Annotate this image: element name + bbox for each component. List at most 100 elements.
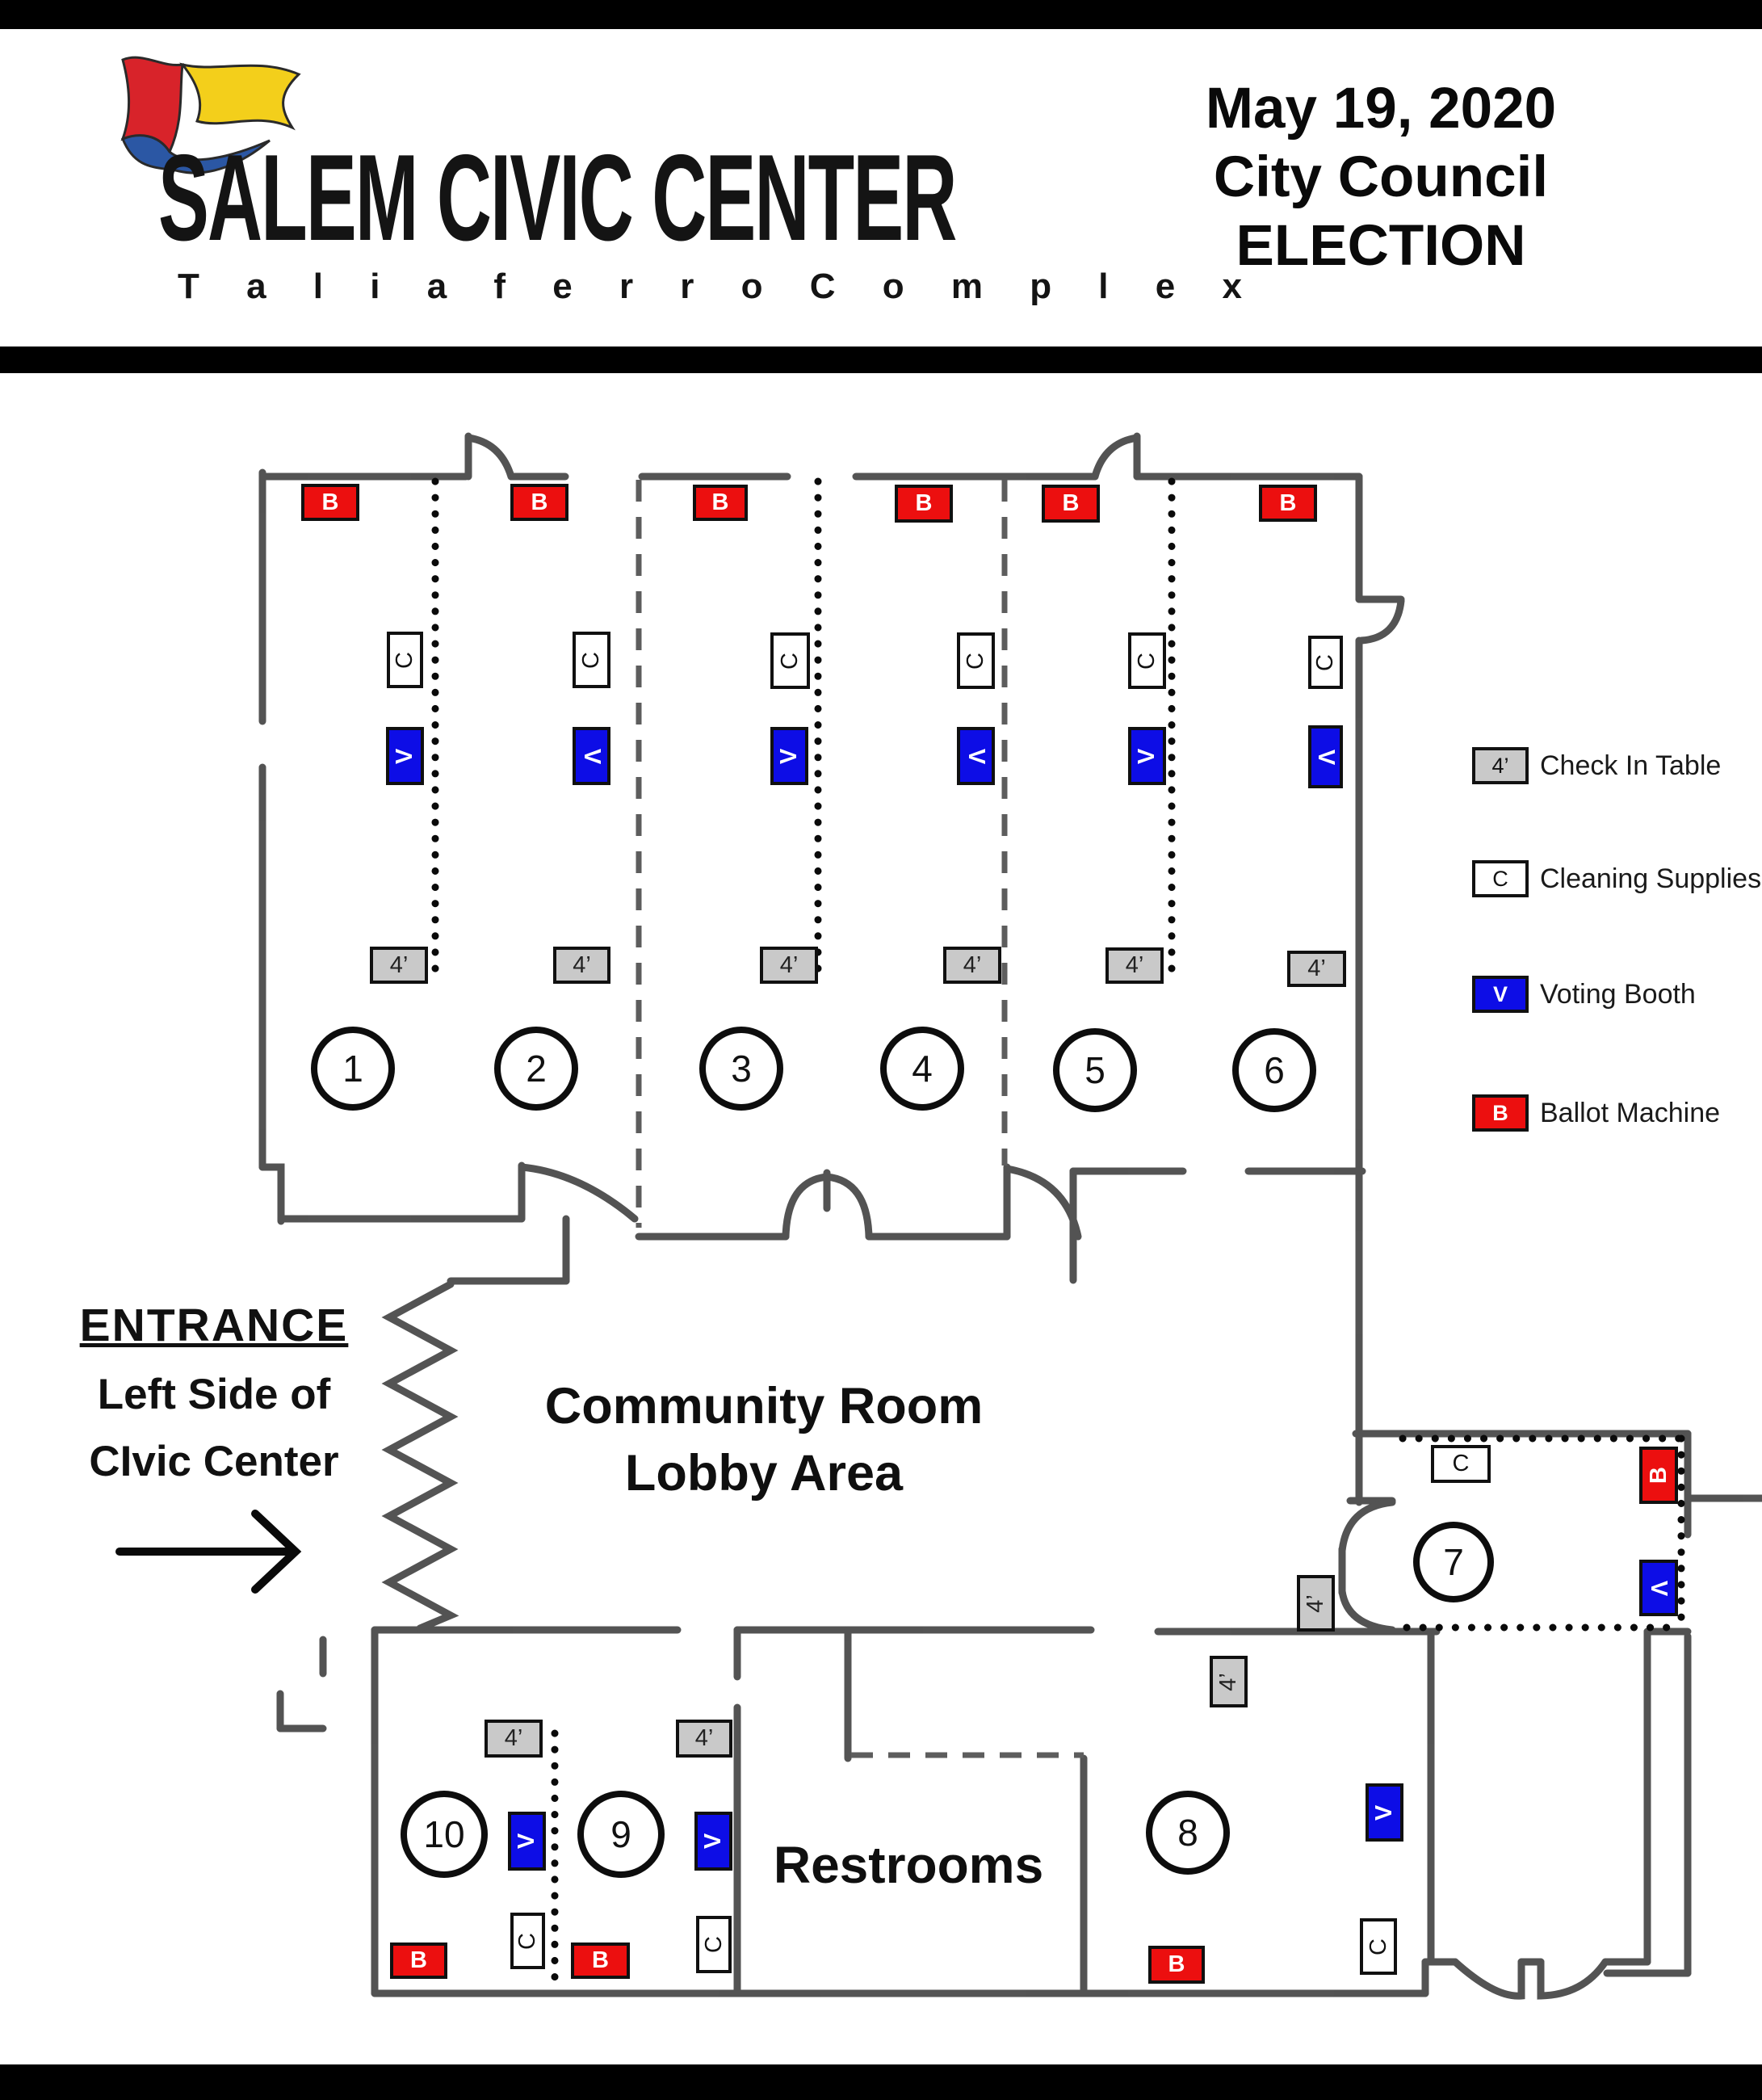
ballot-marker: B [895, 485, 953, 523]
table-marker: 4’ [485, 1720, 543, 1758]
cleaning-supplies-swatch: C [1472, 860, 1529, 897]
top-black-bar [0, 0, 1762, 29]
voting-symbol: V [514, 1833, 539, 1850]
table-symbol: 4’ [1307, 956, 1326, 981]
voting-symbol: V [579, 748, 605, 764]
legend-label: Check In Table [1540, 750, 1722, 781]
table-marker: 4’ [1105, 947, 1164, 984]
cleaning-symbol: C [962, 652, 988, 670]
cleaning-symbol: C [1133, 652, 1160, 670]
table-marker: 4’ [1210, 1656, 1248, 1707]
legend-label: Ballot Machine [1540, 1098, 1721, 1128]
room-number-circle: 8 [1146, 1791, 1230, 1875]
voting-marker: V [573, 727, 610, 785]
ballot-marker: B [693, 485, 748, 521]
ballot-marker: B [510, 484, 568, 521]
legend-label: Cleaning Supplies [1540, 863, 1762, 894]
room-number-circle: 1 [311, 1027, 395, 1111]
table-marker: 4’ [1287, 951, 1346, 987]
table-marker: 4’ [370, 947, 428, 984]
cleaning-symbol: C [514, 1932, 540, 1950]
ballot-symbol: B [410, 1947, 427, 1973]
table-marker: 4’ [760, 947, 818, 984]
room-number: 3 [731, 1048, 752, 1090]
ballot-marker: B [571, 1942, 630, 1979]
election-word: ELECTION [1235, 214, 1526, 278]
entrance-arrow [115, 1510, 302, 1594]
cleaning-marker: C [1431, 1445, 1491, 1483]
room-number-circle: 2 [494, 1027, 578, 1111]
ballot-marker: B [1259, 485, 1317, 522]
salem-flag-icon [120, 56, 301, 174]
ballot-symbol: B [592, 1947, 609, 1973]
ballot-marker: B [1148, 1946, 1205, 1984]
cleaning-symbol: C [1452, 1451, 1470, 1476]
voting-symbol: V [1371, 1804, 1397, 1821]
voting-marker: V [1128, 727, 1166, 785]
cleaning-marker: C [770, 632, 810, 689]
ballot-symbol: B [1062, 490, 1080, 516]
voting-booth-swatch: V [1472, 976, 1529, 1013]
logo-title: SALEM CIVIC CENTER [158, 129, 957, 267]
table-symbol: 4’ [779, 951, 799, 978]
voting-marker: V [508, 1812, 546, 1871]
room-number-circle: 10 [401, 1791, 488, 1878]
lobby-label-line2: Lobby Area [624, 1445, 904, 1502]
table-symbol: 4’ [1125, 952, 1144, 978]
room-number-circle: 3 [699, 1027, 783, 1111]
voting-symbol: V [963, 748, 989, 764]
table-symbol: 4’ [1302, 1594, 1328, 1613]
table-marker: 4’ [1297, 1575, 1335, 1632]
room-number-circle: 9 [577, 1791, 665, 1878]
room-number: 2 [526, 1048, 547, 1090]
room-number: 4 [912, 1048, 933, 1090]
cleaning-marker: C [387, 632, 423, 688]
ballot-marker: B [390, 1942, 447, 1979]
voting-marker: V [1366, 1783, 1403, 1842]
table-symbol: 4’ [389, 951, 409, 978]
ballot-symbol: B [915, 490, 933, 516]
cleaning-marker: C [573, 632, 610, 688]
table-symbol: 4’ [504, 1725, 523, 1751]
lobby-label-line1: Community Room [544, 1378, 984, 1434]
entrance-line2: Left Side of [97, 1371, 331, 1418]
voting-marker: V [694, 1812, 732, 1871]
ballot-symbol: B [1645, 1467, 1672, 1484]
ballot-symbol: B [321, 489, 339, 515]
legend-label: Voting Booth [1540, 979, 1696, 1010]
election-body: City Council [1213, 145, 1549, 209]
ballot-machine-swatch: B [1472, 1094, 1529, 1132]
room-number: 5 [1084, 1049, 1105, 1091]
voting-symbol: V [1313, 749, 1339, 765]
election-title: May 19, 2020 City Council ELECTION [1122, 74, 1639, 280]
voting-symbol: V [700, 1833, 726, 1850]
table-marker: 4’ [676, 1720, 732, 1758]
voting-marker: V [1639, 1560, 1678, 1616]
cleaning-symbol: C [700, 1936, 727, 1953]
cleaning-marker: C [1308, 636, 1343, 689]
ballot-symbol: B [711, 489, 729, 515]
table-symbol: 4’ [963, 951, 982, 978]
check-in-table-swatch: 4’ [1472, 747, 1529, 784]
voting-symbol: V [1646, 1580, 1672, 1596]
room-number-circle: 7 [1413, 1522, 1494, 1602]
ballot-symbol: B [1168, 1951, 1185, 1977]
ballot-symbol: B [1279, 489, 1297, 516]
cleaning-marker: C [957, 632, 995, 689]
restrooms-label: Restrooms [773, 1836, 1044, 1894]
table-marker: 4’ [943, 947, 1001, 984]
room-number: 9 [610, 1813, 631, 1855]
lobby-area-label: Community Room Lobby Area [522, 1373, 1006, 1507]
room-number-circle: 4 [880, 1027, 964, 1111]
room-number-circle: 6 [1232, 1028, 1316, 1112]
voting-marker: V [957, 727, 995, 785]
cleaning-marker: C [696, 1916, 732, 1973]
room-number-circle: 5 [1053, 1028, 1137, 1112]
voting-symbol: V [1134, 748, 1160, 764]
ballot-marker: B [1042, 485, 1100, 523]
header-divider-bar [0, 346, 1762, 373]
table-symbol: 4’ [1215, 1672, 1241, 1691]
room-number: 8 [1177, 1812, 1198, 1854]
